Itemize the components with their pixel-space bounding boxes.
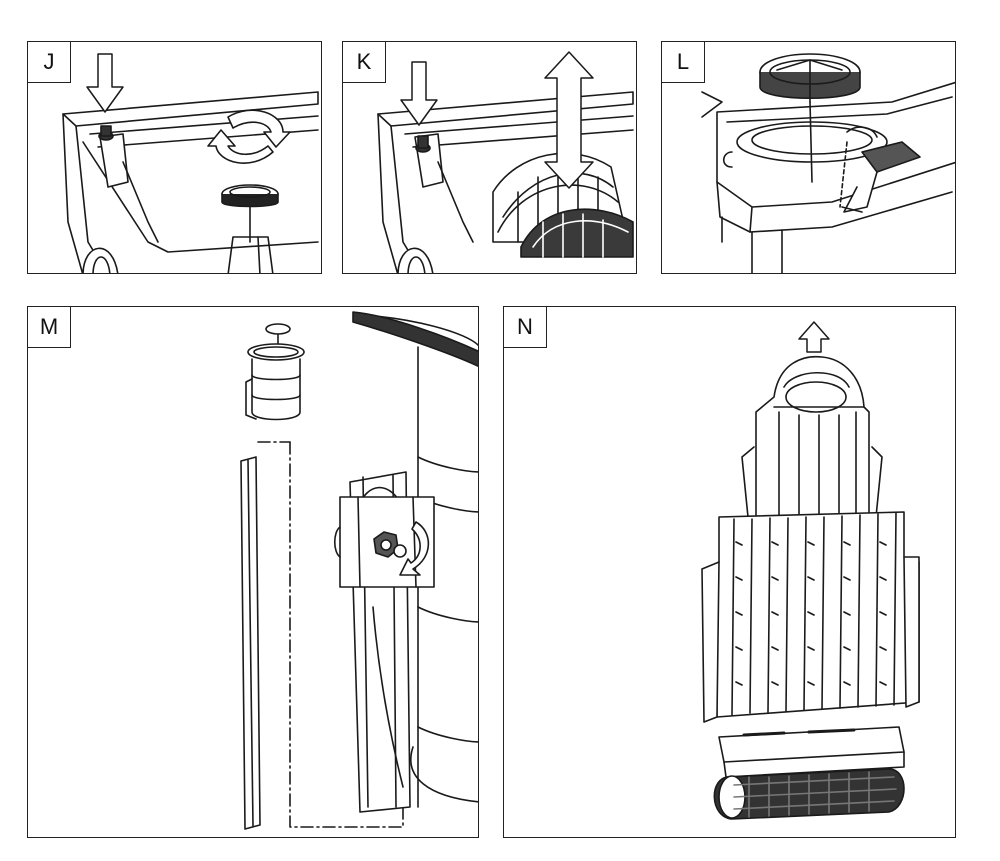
double-vertical-arrow-icon xyxy=(544,51,594,189)
panel-k: K xyxy=(342,41,637,274)
filter-element xyxy=(492,152,634,258)
cap-knob-icon xyxy=(759,53,861,183)
down-arrow-icon xyxy=(86,53,124,113)
latch-part xyxy=(839,141,921,213)
panel-l: L xyxy=(661,41,956,274)
valve-cap-part xyxy=(245,323,305,421)
guide-rail xyxy=(240,456,261,830)
nut-icon xyxy=(373,531,407,558)
panel-label-m: M xyxy=(28,307,71,348)
bolt-icon xyxy=(98,125,114,141)
roller-brush-unit xyxy=(713,726,905,820)
panel-label-n: N xyxy=(504,307,547,348)
down-arrow-icon xyxy=(400,61,438,126)
filter-cartridge xyxy=(701,511,920,723)
panel-k-illustration xyxy=(377,51,634,273)
panel-label-j: J xyxy=(28,42,71,83)
panel-n: N xyxy=(503,306,956,838)
wrench-rotation-icon xyxy=(399,521,430,576)
panel-m: M xyxy=(27,306,479,838)
panel-label-l: L xyxy=(662,42,705,83)
bolt-icon xyxy=(415,135,431,153)
panel-m-illustration xyxy=(240,311,478,830)
panel-label-k: K xyxy=(343,42,386,83)
up-arrow-icon xyxy=(798,321,830,353)
panel-l-illustration xyxy=(701,53,955,273)
knob-icon xyxy=(221,184,279,243)
panel-j-illustration xyxy=(62,53,319,273)
filter-grid-top xyxy=(352,311,478,367)
nut-detail-box xyxy=(333,496,435,588)
filter-handle xyxy=(741,355,883,518)
rotate-arrows-icon xyxy=(207,109,291,164)
panel-n-illustration xyxy=(701,321,920,820)
panel-j: J xyxy=(27,41,322,274)
